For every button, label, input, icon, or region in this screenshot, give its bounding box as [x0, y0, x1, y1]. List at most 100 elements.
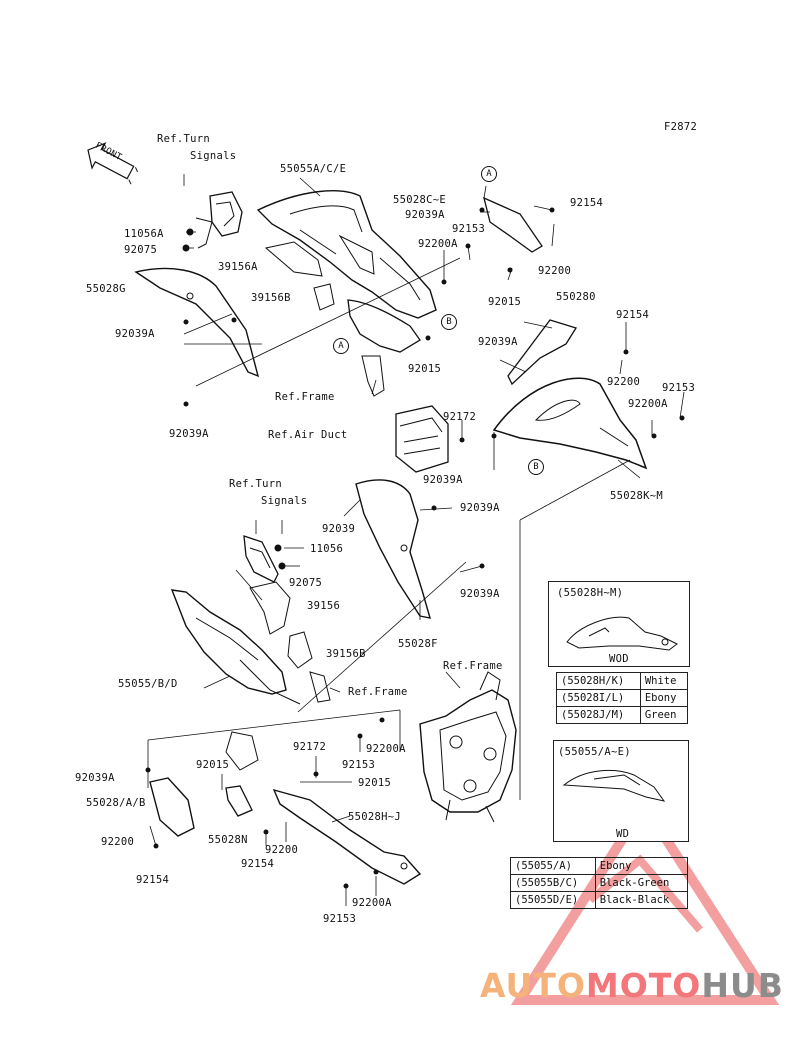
part-label[interactable]: 92015 — [488, 296, 522, 308]
side-panel-55028f — [355, 479, 431, 619]
part-label[interactable]: 92172 — [443, 411, 477, 423]
inset-wod-title: (55028H~M) — [557, 587, 624, 599]
leader-lines — [147, 174, 685, 906]
part-label[interactable]: 92039A — [478, 336, 518, 348]
inset-wd-box: (55055/A~E) WD — [553, 740, 689, 842]
table-row: (55028I/L)Ebony — [556, 689, 689, 707]
front-arrow-icon — [87, 142, 139, 185]
part-label[interactable]: 92015 — [408, 363, 442, 375]
fasteners — [145, 207, 685, 889]
table-cell: Green — [639, 706, 689, 724]
watermark-part: AUTO — [480, 966, 586, 1005]
part-label[interactable]: 92200 — [607, 376, 641, 388]
part-label[interactable]: 92200A — [352, 897, 392, 909]
part-label[interactable]: 39156A — [218, 261, 258, 273]
ref-air-duct-label[interactable]: Ref.Air Duct — [268, 429, 348, 441]
ref-frame-label[interactable]: Ref.Frame — [443, 660, 503, 672]
part-label[interactable]: 92200A — [628, 398, 668, 410]
part-label[interactable]: 39156B — [326, 648, 366, 660]
watermark-part: MOTO — [585, 966, 702, 1005]
main-frame — [419, 671, 517, 823]
part-label[interactable]: 92075 — [124, 244, 158, 256]
watermark-part: HUB — [701, 966, 784, 1005]
table-cell: White — [639, 672, 689, 690]
part-label[interactable]: 92200 — [101, 836, 135, 848]
inset-wd-table: (55055/A)Ebony (55055B/C)Black-Green (55… — [510, 857, 689, 909]
part-label[interactable]: 92153 — [452, 223, 486, 235]
lower-panel-55028ab — [149, 731, 259, 837]
upper-inner-cowl — [256, 190, 437, 319]
part-label[interactable]: 92039A — [460, 588, 500, 600]
ref-frame-label[interactable]: Ref.Frame — [275, 391, 335, 403]
part-label[interactable]: 92154 — [241, 858, 275, 870]
part-label[interactable]: 55055/B/D — [118, 678, 178, 690]
part-label[interactable]: 92200 — [538, 265, 572, 277]
part-label[interactable]: 92172 — [293, 741, 327, 753]
part-label[interactable]: 55028N — [208, 834, 248, 846]
part-label[interactable]: 92015 — [196, 759, 230, 771]
part-label[interactable]: 92039A — [460, 502, 500, 514]
part-label[interactable]: 92039A — [405, 209, 445, 221]
table-row: (55028J/M)Green — [556, 706, 689, 724]
ref-frame-label[interactable]: Ref.Frame — [348, 686, 408, 698]
part-label[interactable]: 55055A/C/E — [280, 163, 347, 175]
inset-wd-title: (55055/A~E) — [558, 746, 631, 758]
under-cowl-55028hj — [225, 785, 422, 885]
part-label[interactable]: 92039A — [169, 428, 209, 440]
part-label[interactable]: 11056A — [124, 228, 164, 240]
side-cowl-55028k — [492, 377, 648, 470]
ref-turn-signals-label[interactable]: Ref.Turn — [229, 478, 282, 490]
watermark-text: AUTOMOTOHUB — [480, 966, 784, 1005]
part-label[interactable]: 55028K~M — [610, 490, 663, 502]
table-cell: (55055D/E) — [510, 891, 596, 909]
part-label[interactable]: 92200 — [265, 844, 299, 856]
inset-wd-part — [562, 769, 666, 802]
part-label[interactable]: 92154 — [136, 874, 170, 886]
table-cell: Black-Green — [594, 874, 689, 892]
inner-panel-550280 — [507, 319, 577, 386]
table-row: (55055/A)Ebony — [510, 857, 689, 875]
part-label[interactable]: 92039A — [115, 328, 155, 340]
table-cell: (55028I/L) — [556, 689, 641, 707]
part-label[interactable]: 92153 — [662, 382, 696, 394]
part-label[interactable]: 92039A — [423, 474, 463, 486]
part-label[interactable]: 92200A — [366, 743, 406, 755]
part-label[interactable]: 55028G — [86, 283, 126, 295]
pad-39156a — [264, 241, 323, 277]
part-label[interactable]: 55028H~J — [348, 811, 401, 823]
pad-39156b-lower — [287, 631, 313, 669]
part-label[interactable]: 55028/A/B — [86, 797, 146, 809]
part-label[interactable]: 92200A — [418, 238, 458, 250]
part-label[interactable]: 92039A — [75, 772, 115, 784]
part-label[interactable]: 39156 — [307, 600, 341, 612]
table-row: (55055B/C)Black-Green — [510, 874, 689, 892]
part-label[interactable]: 92154 — [570, 197, 604, 209]
part-label[interactable]: 92039 — [322, 523, 356, 535]
pad-39156b — [313, 283, 335, 311]
callout-b: B — [528, 459, 544, 475]
part-label[interactable]: 39156B — [251, 292, 291, 304]
part-label[interactable]: 92075 — [289, 577, 323, 589]
part-label[interactable]: 92153 — [342, 759, 376, 771]
ref-turn-signals-label[interactable]: Ref.Turn — [157, 133, 210, 145]
air-duct — [395, 405, 449, 473]
part-label[interactable]: 11056 — [310, 543, 344, 555]
table-cell: (55028J/M) — [556, 706, 641, 724]
side-panel-55028g — [134, 267, 260, 378]
turn-signal-bracket-lower — [243, 535, 286, 583]
part-label[interactable]: 92154 — [616, 309, 650, 321]
callout-b: B — [441, 314, 457, 330]
part-label[interactable]: 55028F — [398, 638, 438, 650]
inner-cover-lower — [347, 299, 421, 397]
ref-turn-signals-label[interactable]: Signals — [261, 495, 308, 507]
pad-39156 — [249, 581, 291, 635]
part-label[interactable]: 55028C~E — [393, 194, 446, 206]
ref-turn-signals-label[interactable]: Signals — [190, 150, 237, 162]
table-cell: (55028H/K) — [556, 672, 641, 690]
part-label[interactable]: 92153 — [323, 913, 357, 925]
cowl-piece-55028c — [483, 196, 543, 253]
part-label[interactable]: 550280 — [556, 291, 596, 303]
part-label[interactable]: 92015 — [358, 777, 392, 789]
